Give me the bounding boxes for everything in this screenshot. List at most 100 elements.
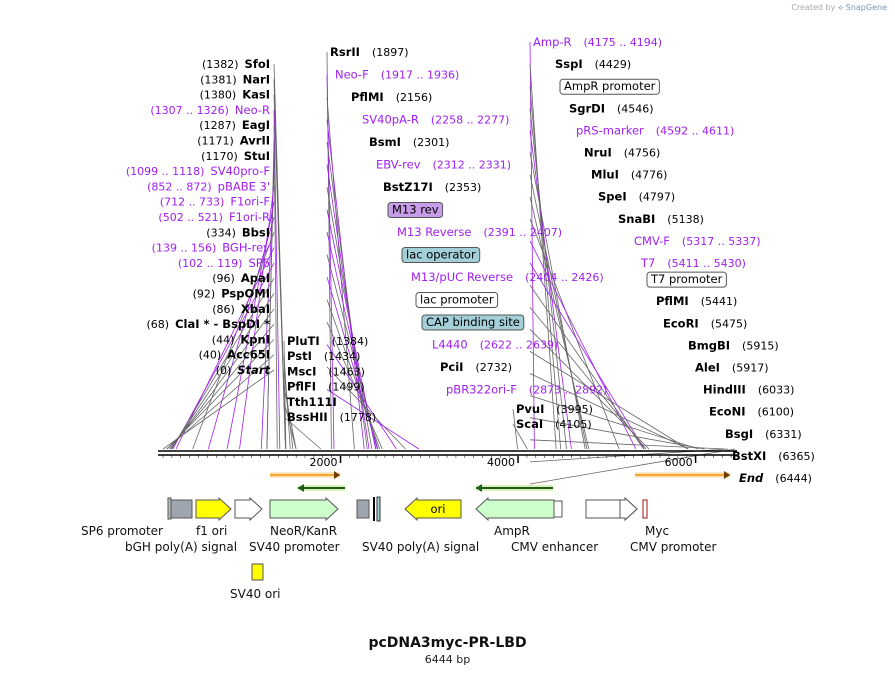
site-nari[interactable]: NarI(1381) bbox=[200, 72, 270, 86]
site-position: (2622 .. 2639) bbox=[480, 339, 559, 352]
site-f1ori-r[interactable]: F1ori-R(502 .. 521) bbox=[158, 210, 270, 224]
leader-bsshii bbox=[283, 416, 322, 450]
site-scai[interactable]: ScaI(4105) bbox=[516, 417, 592, 431]
site-m13-rev[interactable]: M13 rev bbox=[387, 202, 444, 218]
site-mlui[interactable]: MluI(4776) bbox=[591, 168, 667, 182]
site-sfoi[interactable]: SfoI(1382) bbox=[202, 57, 270, 71]
site-sv40pa-r[interactable]: SV40pA-R(2258 .. 2277) bbox=[362, 113, 509, 127]
site-amp-r[interactable]: Amp-R(4175 .. 4194) bbox=[533, 35, 662, 49]
site-bstxi[interactable]: BstXI(6365) bbox=[732, 449, 815, 463]
ori-feature[interactable] bbox=[404, 496, 462, 522]
site-bbsi[interactable]: BbsI(334) bbox=[206, 225, 270, 239]
site-pbabe-3[interactable]: pBABE 3'(852 .. 872) bbox=[147, 179, 270, 193]
site-snabi[interactable]: SnaBI(5138) bbox=[618, 212, 704, 226]
site-name: BstXI bbox=[732, 449, 766, 463]
site-position: (2156) bbox=[396, 91, 433, 104]
site-name: T7 bbox=[640, 256, 655, 270]
site-sp6[interactable]: SP6(102 .. 119) bbox=[178, 256, 270, 270]
site-tth111i[interactable]: Tth111I bbox=[287, 395, 337, 409]
leader-xbai bbox=[170, 308, 275, 450]
site-name: pBR322ori-F bbox=[446, 383, 517, 397]
site-rsrii[interactable]: RsrII(1897) bbox=[330, 45, 409, 59]
f1-ori-feature[interactable] bbox=[195, 496, 232, 522]
site-position: (1380) bbox=[200, 89, 237, 102]
site-kpni[interactable]: KpnI(44) bbox=[212, 332, 270, 346]
neor-kanr-label: NeoR/KanR bbox=[270, 524, 337, 538]
site-m13-reverse[interactable]: M13 Reverse(2391 .. 2407) bbox=[397, 225, 562, 239]
leader-mlui bbox=[529, 174, 588, 450]
site-acc65i[interactable]: Acc65I(40) bbox=[199, 348, 270, 362]
site-clai-bspdi[interactable]: ClaI * - BspDI *(68) bbox=[147, 317, 271, 331]
site-sgrdi[interactable]: SgrDI(4546) bbox=[569, 101, 654, 115]
site-start[interactable]: Start(0) bbox=[216, 363, 271, 377]
cmv-promoter-feature[interactable] bbox=[619, 496, 638, 522]
site-neo-r[interactable]: Neo-R(1307 .. 1326) bbox=[150, 103, 270, 117]
site-eagi[interactable]: EagI(1287) bbox=[199, 118, 270, 132]
site-m13-puc-reverse[interactable]: M13/pUC Reverse(2404 .. 2426) bbox=[411, 270, 604, 284]
site-psti[interactable]: PstI(1434) bbox=[287, 349, 360, 363]
cap-feature[interactable] bbox=[373, 497, 375, 521]
neor-kanr-feature[interactable] bbox=[269, 496, 339, 522]
site-bsmi[interactable]: BsmI(2301) bbox=[369, 135, 449, 149]
site-bgh-rev[interactable]: BGH-rev(139 .. 156) bbox=[152, 241, 271, 255]
site-pflmi[interactable]: PflMI(5441) bbox=[656, 294, 737, 308]
site-position: (2873 .. 2892) bbox=[529, 384, 608, 397]
site-lac-operator[interactable]: lac operator bbox=[401, 247, 481, 263]
ampr-feature[interactable] bbox=[475, 496, 555, 522]
site-name: BGH-rev bbox=[222, 241, 270, 255]
site-prs-marker[interactable]: pRS-marker(4592 .. 4611) bbox=[576, 123, 734, 137]
site-sspi[interactable]: SspI(4429) bbox=[555, 57, 631, 71]
site-ebv-rev[interactable]: EBV-rev(2312 .. 2331) bbox=[376, 158, 511, 172]
site-pcii[interactable]: PciI(2732) bbox=[440, 360, 512, 374]
site-name: Amp-R bbox=[533, 35, 572, 49]
site-name: SfoI bbox=[245, 57, 270, 71]
site-stui[interactable]: StuI(1170) bbox=[201, 149, 270, 163]
site-name: SV40pro-F bbox=[210, 164, 270, 178]
site-position: (6100) bbox=[757, 406, 794, 419]
site-apai[interactable]: ApaI(96) bbox=[212, 271, 270, 285]
site-msci[interactable]: MscI(1463) bbox=[287, 364, 365, 378]
myc-feature[interactable] bbox=[642, 499, 648, 519]
site-ampr-promoter[interactable]: AmpR promoter bbox=[559, 78, 660, 95]
site-alei[interactable]: AleI(5917) bbox=[695, 361, 769, 375]
sv40-polya-feature[interactable] bbox=[356, 499, 370, 519]
site-t7-promoter[interactable]: T7 promoter bbox=[646, 271, 727, 288]
site-kasi[interactable]: KasI(1380) bbox=[200, 88, 270, 102]
sv40-promoter-feature[interactable] bbox=[234, 496, 263, 522]
site-bsshii[interactable]: BssHII(1778) bbox=[287, 410, 376, 424]
site-end[interactable]: End(6444) bbox=[739, 471, 812, 485]
site-bstz17i[interactable]: BstZ17I(2353) bbox=[383, 180, 481, 194]
site-pvui[interactable]: PvuI(3995) bbox=[516, 402, 593, 416]
site-bmgbi[interactable]: BmgBI(5915) bbox=[688, 338, 779, 352]
site-bsgi[interactable]: BsgI(6331) bbox=[725, 427, 802, 441]
site-econi[interactable]: EcoNI(6100) bbox=[709, 405, 794, 419]
site-neo-f[interactable]: Neo-F(1917 .. 1936) bbox=[335, 68, 459, 82]
site-sv40pro-f[interactable]: SV40pro-F(1099 .. 1118) bbox=[126, 164, 270, 178]
site-pspomi[interactable]: PspOMI(92) bbox=[193, 287, 270, 301]
site-lac-promoter[interactable]: lac promoter bbox=[415, 292, 499, 308]
site-pluti[interactable]: PluTI(1384) bbox=[287, 334, 368, 348]
site-pflfi[interactable]: PflFI(1499) bbox=[287, 380, 365, 394]
site-cap-binding-site[interactable]: CAP binding site bbox=[421, 314, 525, 331]
site-xbai[interactable]: XbaI(86) bbox=[212, 302, 270, 316]
site-pflmi[interactable]: PflMI(2156) bbox=[351, 90, 432, 104]
site-spei[interactable]: SpeI(4797) bbox=[598, 190, 675, 204]
bgh-polya-feature[interactable] bbox=[170, 499, 193, 519]
site-hindiii[interactable]: HindIII(6033) bbox=[703, 383, 794, 397]
site-nrui[interactable]: NruI(4756) bbox=[584, 146, 660, 160]
site-avrii[interactable]: AvrII(1171) bbox=[197, 134, 270, 148]
leader-kpni bbox=[166, 339, 275, 450]
lac-operator-feature[interactable] bbox=[376, 496, 381, 522]
sv40-ori-feature[interactable] bbox=[251, 563, 264, 581]
site-name: M13 Reverse bbox=[397, 225, 471, 239]
site-name: SgrDI bbox=[569, 101, 605, 115]
ampr-promoter-feature[interactable] bbox=[553, 500, 563, 518]
site-ecori[interactable]: EcoRI(5475) bbox=[663, 316, 747, 330]
site-t7[interactable]: T7(5411 .. 5430) bbox=[640, 256, 746, 270]
site-f1ori-f[interactable]: F1ori-F(712 .. 733) bbox=[160, 195, 270, 209]
site-pbr322ori-f[interactable]: pBR322ori-F (2873 .. 2892) bbox=[446, 383, 607, 397]
site-name: BsgI bbox=[725, 427, 753, 441]
site-cmv-f[interactable]: CMV-F(5317 .. 5337) bbox=[634, 234, 760, 248]
site-l4440[interactable]: L4440(2622 .. 2639) bbox=[432, 338, 558, 352]
